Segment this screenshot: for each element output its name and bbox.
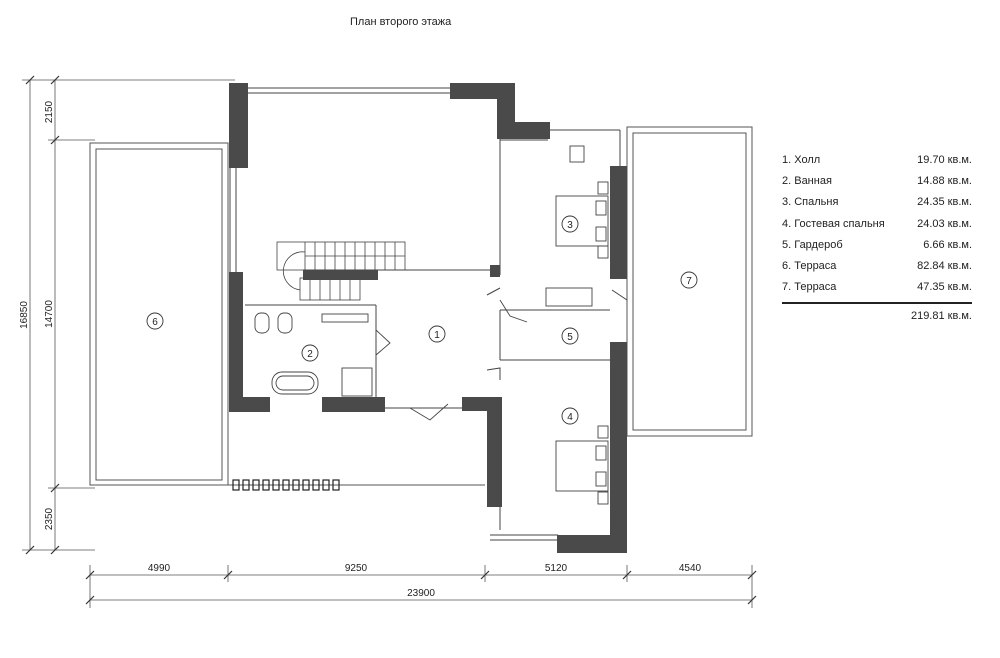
dim-left-overall: 16850 xyxy=(19,301,30,329)
dim-overall-width: 23900 xyxy=(407,588,435,599)
terrace-6-outline xyxy=(89,142,229,486)
dimension-lines xyxy=(22,79,753,608)
room-3-number: 3 xyxy=(567,220,573,231)
walls xyxy=(229,83,627,553)
dim-bottom-3: 5120 xyxy=(545,563,568,574)
room-5-number: 5 xyxy=(567,332,573,343)
plan-title: План второго этажа xyxy=(350,16,452,28)
room-2-number: 2 xyxy=(307,349,313,360)
room-7-number: 7 xyxy=(686,276,692,287)
beds xyxy=(545,145,609,505)
dim-bottom-4: 4540 xyxy=(679,563,702,574)
railing-markers xyxy=(232,479,340,491)
dim-bottom-1: 4990 xyxy=(148,563,171,574)
doors xyxy=(375,299,528,421)
dim-left-3: 2350 xyxy=(44,507,55,530)
room-6-number: 6 xyxy=(152,317,158,328)
room-1-number: 1 xyxy=(434,330,440,341)
dim-left-1: 2150 xyxy=(44,100,55,123)
room-4-number: 4 xyxy=(567,412,573,423)
dim-left-2: 14700 xyxy=(44,300,55,328)
terrace-7-outline xyxy=(626,126,753,437)
dim-bottom-2: 9250 xyxy=(345,563,368,574)
dimension-ticks xyxy=(25,75,757,605)
legend-total: 219.81 кв.м. xyxy=(910,310,972,323)
room-labels: 6 1 2 3 5 4 7 xyxy=(146,215,698,425)
bathroom-fixtures xyxy=(254,312,373,397)
terraces xyxy=(89,126,753,486)
legend-divider xyxy=(782,302,972,305)
